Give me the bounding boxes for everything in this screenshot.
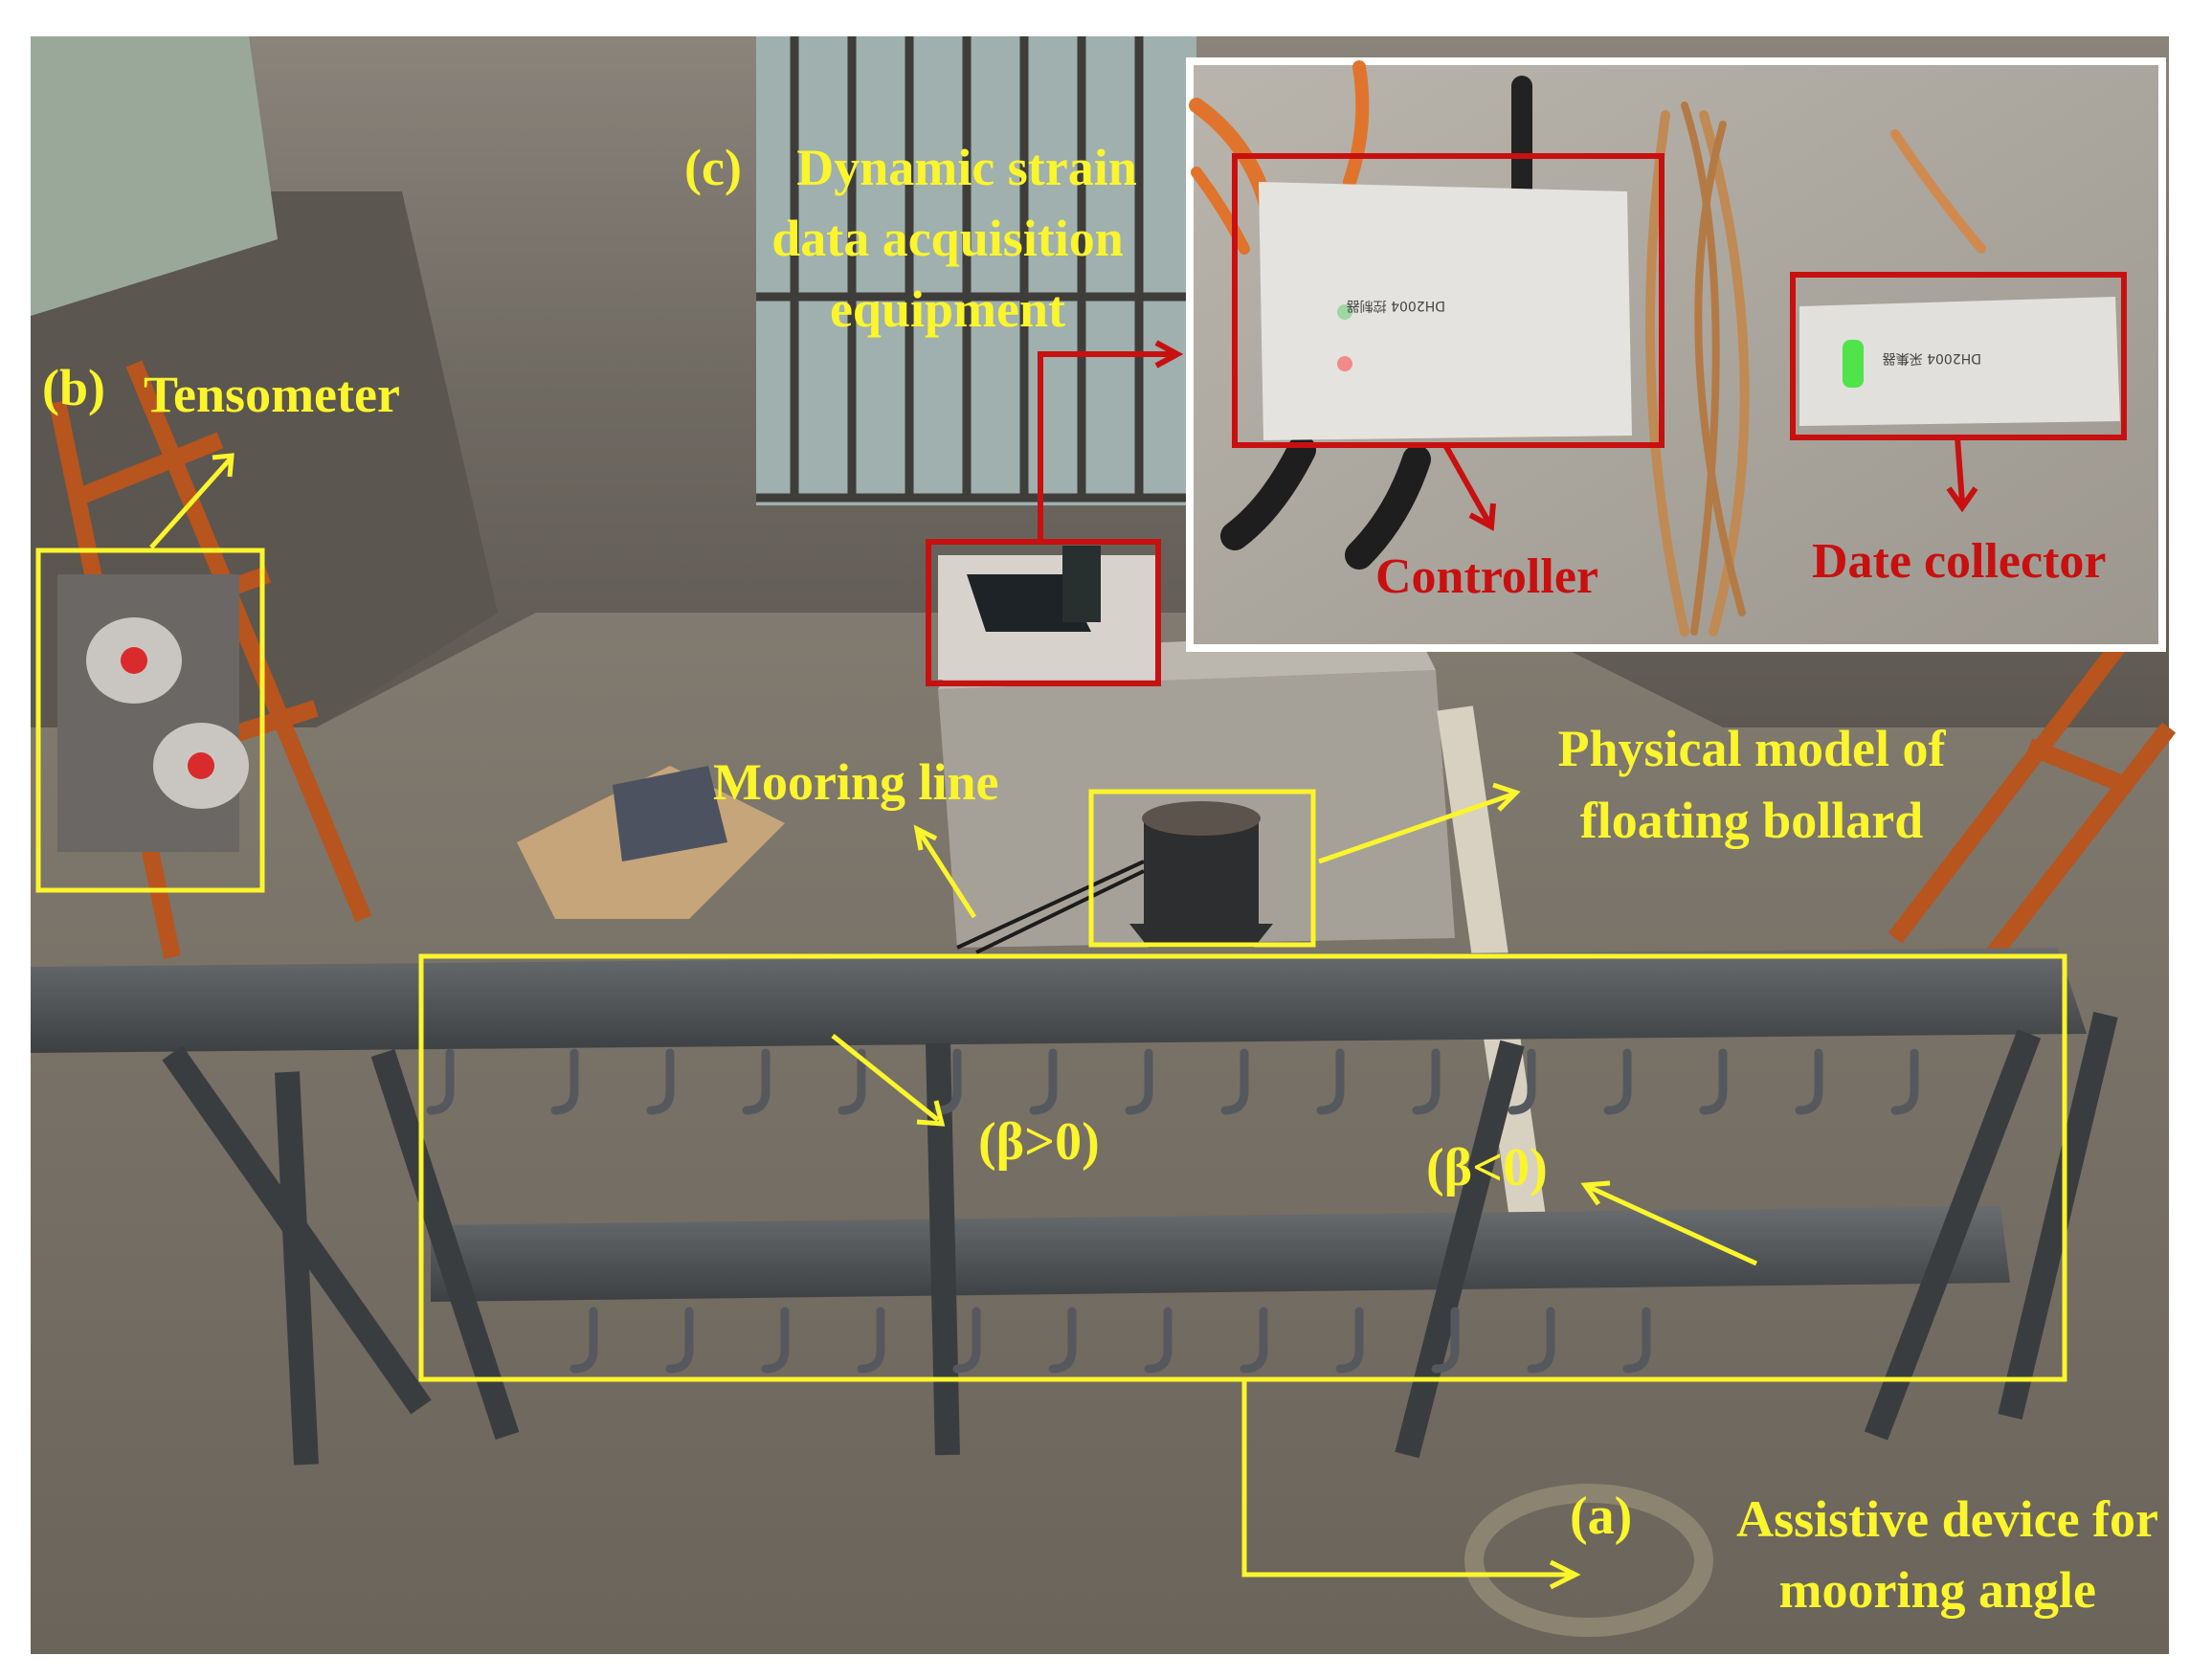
- label-c-marker: (c): [684, 139, 742, 196]
- bollard-model: [1129, 801, 1273, 948]
- label-b-marker: (b): [42, 359, 105, 416]
- steel-frame: [31, 948, 2118, 1465]
- orange-ladder-right: [1888, 607, 2177, 963]
- label-bollard-line1: Physical model of: [1557, 720, 1946, 777]
- label-beta-negative: (β<0): [1426, 1138, 1548, 1197]
- inset-photo: DH2004 控制器 DH2004 采集器: [1186, 57, 2166, 652]
- annotation-arrows: [149, 340, 1978, 1590]
- tensometer-device: [57, 574, 249, 852]
- label-date-collector: Date collector: [1812, 534, 2107, 589]
- label-c-line3: equipment: [829, 280, 1066, 338]
- label-tensometer: Tensometer: [144, 366, 400, 423]
- label-beta-positive: (β>0): [978, 1112, 1100, 1172]
- label-c-line2: data acquisition: [771, 210, 1124, 267]
- controller-box: DH2004 控制器: [1259, 182, 1632, 440]
- label-a-marker: (a): [1570, 1487, 1633, 1546]
- label-mooring-line: Mooring line: [713, 753, 999, 811]
- label-a-line2: mooring angle: [1778, 1561, 2097, 1619]
- box-tensometer: [35, 548, 265, 893]
- label-controller: Controller: [1375, 549, 1598, 604]
- cable-coil: [1464, 1484, 1713, 1637]
- window-bars: [756, 36, 1196, 505]
- collector-model-text: DH2004 采集器: [1883, 350, 1981, 367]
- cardboard-box: [517, 766, 785, 919]
- box-bollard: [1088, 789, 1316, 948]
- laptop-table: [938, 546, 1158, 680]
- label-a-line1: Assistive device for: [1736, 1490, 2158, 1548]
- controller-model-text: DH2004 控制器: [1347, 298, 1445, 313]
- label-bollard-line2: floating bollard: [1579, 792, 1924, 849]
- collector-box: DH2004 采集器: [1799, 297, 2120, 426]
- label-c-line1: Dynamic strain: [796, 139, 1137, 196]
